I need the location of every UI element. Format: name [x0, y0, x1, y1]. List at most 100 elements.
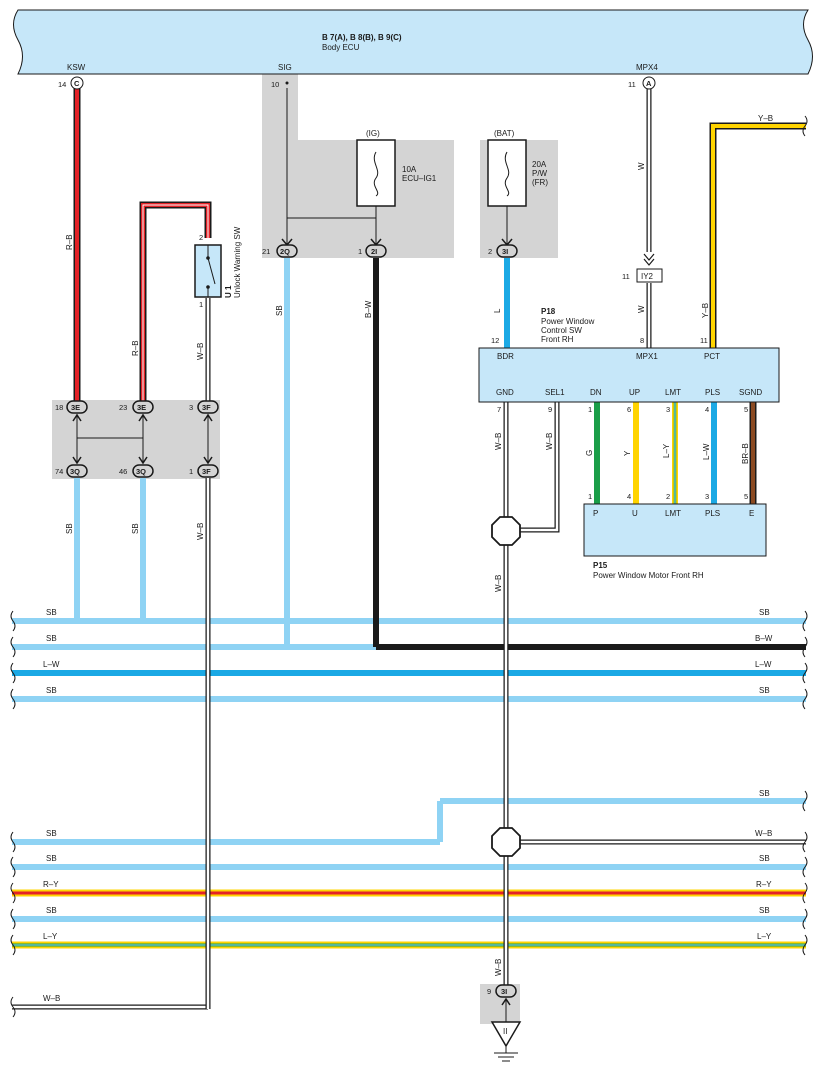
svg-text:23: 23: [119, 403, 127, 412]
svg-text:A: A: [646, 79, 652, 88]
svg-text:SB: SB: [131, 523, 140, 534]
svg-text:R–Y: R–Y: [43, 880, 59, 889]
connector-3e-23: 3E 23: [119, 400, 154, 422]
svg-text:PLS: PLS: [705, 388, 720, 397]
svg-text:21: 21: [262, 247, 270, 256]
svg-text:W–B: W–B: [494, 575, 503, 592]
svg-text:W: W: [637, 162, 646, 170]
svg-text:L–W: L–W: [702, 443, 711, 460]
svg-text:W–B: W–B: [43, 994, 60, 1003]
svg-text:P18: P18: [541, 307, 556, 316]
connector-3q-74: 3Q 74: [55, 456, 88, 478]
svg-text:W–B: W–B: [196, 343, 205, 360]
svg-text:DN: DN: [590, 388, 602, 397]
svg-text:3Q: 3Q: [70, 467, 80, 476]
svg-text:74: 74: [55, 467, 63, 476]
svg-text:R–B: R–B: [65, 234, 74, 250]
svg-text:Power Window: Power Window: [541, 317, 595, 326]
svg-text:2Q: 2Q: [280, 247, 290, 256]
svg-text:SB: SB: [759, 608, 770, 617]
svg-text:11: 11: [628, 80, 636, 89]
svg-text:2I: 2I: [371, 247, 377, 256]
terminal-ksw-label: KSW: [67, 63, 86, 72]
svg-text:9: 9: [487, 987, 491, 996]
ecu-terminal-connectors: C A: [70, 76, 656, 90]
terminal-mpx4-label: MPX4: [636, 63, 658, 72]
svg-text:PCT: PCT: [704, 352, 720, 361]
svg-text:GND: GND: [496, 388, 514, 397]
svg-text:R–Y: R–Y: [756, 880, 772, 889]
svg-text:SGND: SGND: [739, 388, 762, 397]
svg-text:14: 14: [58, 80, 66, 89]
pin-numbers: 14 10 11 12 8 11 7 9 1 6 3 4 5 1 4 2 3 5: [58, 80, 748, 501]
svg-text:MPX1: MPX1: [636, 352, 658, 361]
svg-text:B–W: B–W: [364, 300, 373, 318]
fuse-ecu-ig1: (IG) 10A ECU–IG1: [356, 129, 437, 207]
body-ecu-box: B 7(A), B 8(B), B 9(C) Body ECU KSW SIG …: [13, 9, 813, 75]
svg-text:B–W: B–W: [755, 634, 773, 643]
svg-text:46: 46: [119, 467, 127, 476]
svg-text:11: 11: [622, 272, 630, 281]
svg-text:BDR: BDR: [497, 352, 514, 361]
svg-text:Y: Y: [623, 450, 632, 456]
svg-text:Front RH: Front RH: [541, 335, 574, 344]
svg-text:P: P: [593, 509, 598, 518]
svg-text:SB: SB: [46, 906, 57, 915]
svg-text:G: G: [585, 450, 594, 456]
svg-text:SB: SB: [65, 523, 74, 534]
p18-power-window-switch: P18 Power Window Control SW Front RH BDR…: [478, 307, 780, 403]
svg-text:SB: SB: [275, 305, 284, 316]
connector-3e-18: 3E 18: [55, 400, 88, 422]
svg-text:SEL1: SEL1: [545, 388, 565, 397]
svg-text:7: 7: [497, 405, 501, 414]
svg-text:20A: 20A: [532, 160, 547, 169]
svg-text:SB: SB: [759, 686, 770, 695]
svg-text:II: II: [503, 1027, 507, 1036]
shaded-regions: [52, 74, 558, 1024]
splice-points: [491, 516, 521, 857]
svg-text:L: L: [493, 308, 502, 313]
svg-text:L–Y: L–Y: [43, 932, 58, 941]
svg-text:3I: 3I: [502, 247, 508, 256]
svg-text:3E: 3E: [71, 403, 80, 412]
svg-text:SB: SB: [46, 829, 57, 838]
svg-text:10A: 10A: [402, 165, 417, 174]
svg-text:12: 12: [491, 336, 499, 345]
svg-text:Y–B: Y–B: [758, 114, 773, 123]
bus-wires: [12, 618, 806, 1010]
svg-text:L–Y: L–Y: [757, 932, 772, 941]
connector-3q-46: 3Q 46: [119, 456, 154, 478]
svg-text:(IG): (IG): [366, 129, 380, 138]
terminal-ksw-connector: [70, 76, 84, 90]
svg-text:5: 5: [744, 492, 748, 501]
svg-text:W: W: [637, 305, 646, 313]
body-ecu-name: Body ECU: [322, 43, 360, 52]
vertical-wires: [12, 88, 806, 1022]
svg-text:SB: SB: [46, 608, 57, 617]
splice-lower: [491, 827, 521, 857]
svg-text:ECU–IG1: ECU–IG1: [402, 174, 437, 183]
svg-text:W–B: W–B: [494, 959, 503, 976]
svg-text:U 1: U 1: [224, 285, 233, 298]
svg-text:3F: 3F: [202, 467, 211, 476]
connector-2q: 2Q 21: [262, 238, 298, 258]
connector-3i-bottom: 3I 9: [487, 984, 517, 1006]
connector-iy2: IY2 11: [622, 253, 663, 283]
body-ecu-codes: B 7(A), B 8(B), B 9(C): [322, 33, 402, 42]
svg-text:R–B: R–B: [131, 340, 140, 356]
fuse-pw-fr: (BAT) 20A P/W (FR): [487, 129, 548, 207]
svg-text:3: 3: [666, 405, 670, 414]
svg-text:SB: SB: [759, 906, 770, 915]
svg-text:9: 9: [548, 405, 552, 414]
svg-text:E: E: [749, 509, 754, 518]
connector-2i: 2I 1: [358, 238, 387, 258]
svg-text:L–Y: L–Y: [662, 443, 671, 458]
svg-text:Control SW: Control SW: [541, 326, 582, 335]
svg-text:4: 4: [627, 492, 631, 501]
svg-text:IY2: IY2: [641, 272, 654, 281]
svg-text:1: 1: [199, 300, 203, 309]
svg-text:1: 1: [588, 405, 592, 414]
svg-text:W–B: W–B: [196, 523, 205, 540]
svg-text:W–B: W–B: [755, 829, 772, 838]
